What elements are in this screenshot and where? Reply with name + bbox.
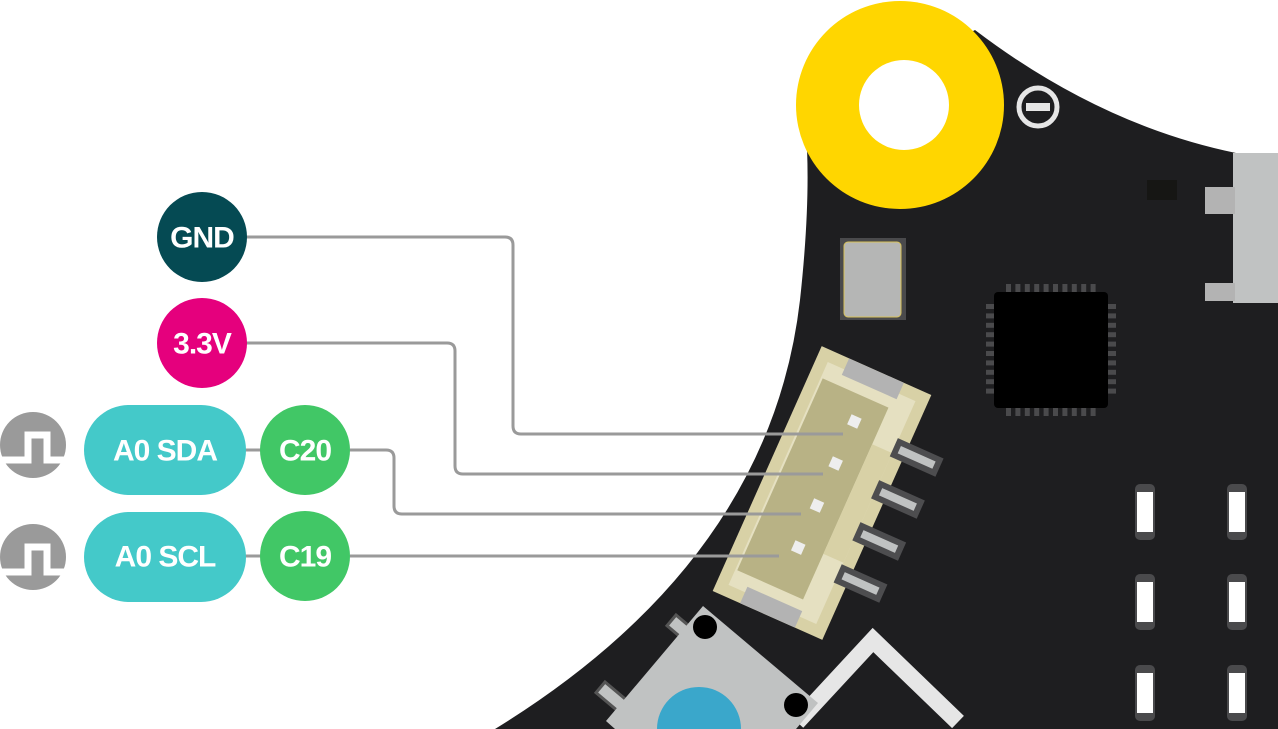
silkscreen-triangle — [790, 627, 964, 729]
part — [1108, 360, 1116, 366]
part — [1043, 408, 1049, 416]
part — [1137, 492, 1153, 532]
part — [1090, 284, 1096, 292]
part — [1090, 408, 1096, 416]
part — [1071, 284, 1077, 292]
slide-switch — [1147, 153, 1278, 303]
part — [1108, 379, 1116, 385]
pin-label-scl: A0 SCL — [84, 512, 246, 602]
part — [1108, 313, 1116, 319]
part — [1108, 388, 1116, 394]
part — [1053, 284, 1058, 292]
part — [986, 379, 994, 385]
part — [1108, 322, 1116, 328]
part — [1024, 408, 1030, 416]
part — [1062, 284, 1068, 292]
smd-resistors — [1135, 484, 1247, 721]
part — [1043, 284, 1049, 292]
part — [1053, 408, 1058, 416]
part — [986, 388, 994, 394]
pin-label-text: 3.3V — [173, 328, 232, 361]
port-label-text: C19 — [279, 541, 331, 574]
wire-sda — [350, 448, 801, 516]
part — [1006, 284, 1011, 292]
part — [986, 322, 994, 328]
pin-label-text: A0 SDA — [113, 435, 217, 468]
wire-gnd — [245, 235, 843, 436]
part — [1108, 332, 1116, 338]
part — [1081, 284, 1087, 292]
mounting-hole — [796, 1, 1004, 209]
microcontroller-chip — [986, 284, 1116, 416]
crystal-component — [840, 238, 906, 320]
part — [1229, 492, 1245, 532]
pin-label-sda: A0 SDA — [84, 405, 246, 495]
port-label-text: C20 — [279, 435, 331, 468]
part — [986, 360, 994, 366]
part — [1108, 341, 1116, 347]
part — [1229, 582, 1245, 622]
part — [1108, 304, 1116, 309]
jst-connector — [712, 346, 944, 640]
pin-label-3v3: 3.3V — [157, 298, 247, 388]
part — [986, 351, 994, 356]
pwm-wave-icon — [0, 524, 66, 590]
part — [986, 313, 994, 319]
part — [1108, 351, 1116, 356]
port-label-c20: C20 — [260, 405, 350, 495]
part — [1137, 582, 1153, 622]
part — [986, 341, 994, 347]
part — [1108, 369, 1116, 375]
part — [1015, 284, 1021, 292]
wire-3v3 — [245, 341, 823, 476]
part — [986, 332, 994, 338]
push-button — [593, 606, 818, 729]
pin-label-text: A0 SCL — [115, 541, 216, 574]
part — [1062, 408, 1068, 416]
minus-icon — [1016, 85, 1060, 129]
part — [1229, 673, 1245, 713]
part — [986, 369, 994, 375]
port-label-c19: C19 — [260, 511, 350, 601]
part — [1071, 408, 1077, 416]
part — [1081, 408, 1087, 416]
part — [1024, 284, 1030, 292]
part — [1006, 408, 1011, 416]
part — [1137, 673, 1153, 713]
part — [1034, 408, 1040, 416]
pin-label-text: GND — [170, 222, 234, 255]
pwm-wave-icon — [0, 412, 66, 478]
pin-label-gnd: GND — [157, 192, 247, 282]
part — [1015, 408, 1021, 416]
part — [986, 304, 994, 309]
part — [1034, 284, 1040, 292]
